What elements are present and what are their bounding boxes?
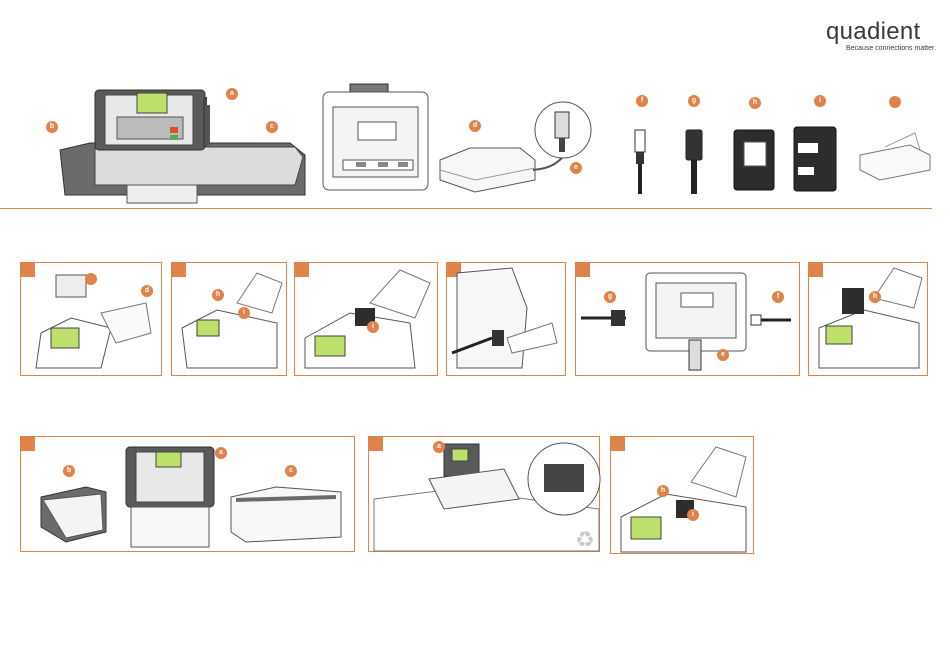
label-g: g (604, 291, 616, 303)
step-panel-1: d (20, 262, 162, 376)
label-e: e (570, 162, 582, 174)
label-d: d (469, 120, 481, 132)
section-divider (0, 208, 932, 209)
base-and-cable (435, 100, 595, 200)
step4-illustration (452, 268, 564, 373)
label-e: e (717, 349, 729, 361)
label-unnamed-accent (889, 96, 901, 108)
machine-back-view (318, 82, 433, 197)
label-a: a (215, 447, 227, 459)
label-b: b (46, 121, 58, 133)
label-h: h (869, 291, 881, 303)
label-i: i (367, 321, 379, 333)
ink-cartridge-h (730, 126, 778, 194)
step-panel-8: a ♻ (368, 436, 600, 552)
ink-cartridge-i (790, 123, 840, 195)
step-panel-6: h (808, 262, 928, 376)
step7-illustration (31, 442, 351, 552)
label-d: d (141, 285, 153, 297)
step-panel-2: h i (171, 262, 287, 376)
label-f: f (636, 95, 648, 107)
logo-tagline: Because connections matter. (846, 45, 936, 52)
label-c: c (285, 465, 297, 477)
step8-illustration (374, 439, 599, 551)
step3-illustration (300, 268, 435, 373)
label-c: c (266, 121, 278, 133)
recycle-icon: ♻ (575, 527, 595, 553)
cable-g (683, 128, 705, 196)
step-panel-5: g f e (575, 262, 800, 376)
cable-f (630, 125, 650, 195)
label-unnamed-accent (85, 273, 97, 285)
label-h: h (212, 289, 224, 301)
step-panel-9: h i (610, 436, 754, 554)
step-panel-7: b a c (20, 436, 355, 552)
quadient-logo: quadient Because connections matter. (826, 18, 938, 58)
label-i: i (814, 95, 826, 107)
label-h: h (657, 485, 669, 497)
label-i: i (687, 509, 699, 521)
label-g: g (688, 95, 700, 107)
step5-illustration (581, 268, 796, 373)
tray-illustration (855, 125, 935, 190)
label-i: i (238, 307, 250, 319)
step9-illustration (616, 442, 752, 552)
label-b: b (63, 465, 75, 477)
label-a: a (433, 441, 445, 453)
label-a: a (226, 88, 238, 100)
mailing-machine-illustration (55, 85, 315, 210)
step2-illustration (177, 268, 287, 373)
label-h: h (749, 97, 761, 109)
step-panel-3: i (294, 262, 438, 376)
step6-illustration (814, 268, 926, 373)
step-panel-4 (446, 262, 566, 376)
label-f: f (772, 291, 784, 303)
logo-wordmark: quadient (826, 18, 921, 46)
